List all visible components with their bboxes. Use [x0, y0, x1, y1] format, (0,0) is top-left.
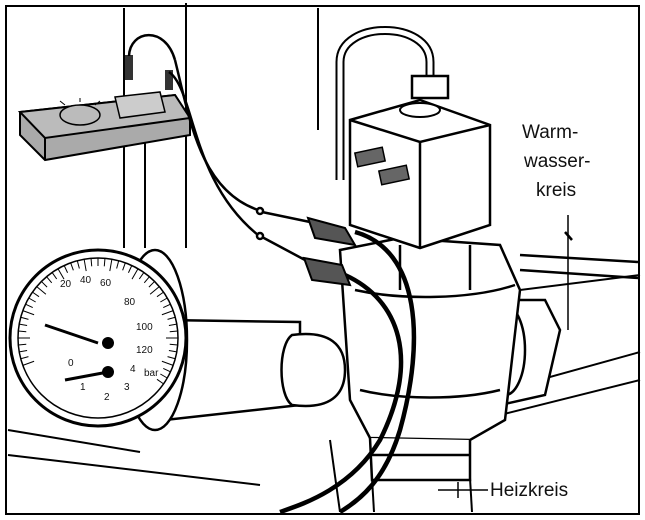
dial-tick [76, 260, 80, 269]
temp-tick-80: 80 [124, 297, 136, 308]
dial-tick [19, 350, 28, 353]
dial-tick [160, 373, 168, 379]
dial-tick [163, 367, 171, 373]
pressure-needle [64, 370, 109, 382]
dial-tick [156, 291, 164, 298]
temp-needle [44, 323, 99, 345]
test-leads [127, 33, 311, 262]
thick-cables [279, 229, 417, 515]
left-pipe [163, 318, 347, 422]
temp-tick-120: 120 [136, 345, 153, 356]
dial-tick [167, 316, 176, 320]
pressure-tick-0: 0 [68, 358, 74, 369]
dial-tick [41, 281, 48, 288]
dial-tick [46, 276, 53, 284]
dial-tick [116, 260, 120, 269]
dial-tick [32, 291, 40, 298]
label-warm-line1: Warm- [520, 122, 581, 144]
dial-tick [83, 259, 87, 272]
temp-tick-60: 60 [100, 278, 112, 289]
dial-tick [167, 356, 176, 360]
dial-tick [103, 258, 106, 267]
dial-tick [127, 265, 133, 273]
dial-tick [90, 258, 93, 267]
dial-tick [36, 286, 47, 295]
dial-tick [148, 281, 155, 288]
dial-tick [19, 323, 28, 326]
clip-bottom [302, 256, 352, 287]
dial-tick [122, 262, 126, 271]
pressure-tick-4: 4 [130, 364, 136, 375]
temp-tick-100: 100 [136, 322, 153, 333]
multimeter [17, 55, 192, 162]
clip-top [306, 216, 357, 247]
dial-tick [161, 310, 174, 316]
dial-tick [57, 268, 65, 280]
dial-tick [168, 323, 177, 326]
label-warm-line2: wasser- [522, 151, 593, 173]
actuator-box [348, 98, 492, 250]
dial-tick [18, 330, 27, 333]
dial-tick [20, 316, 29, 320]
dial-tick [160, 297, 168, 303]
dial-tick [51, 272, 58, 280]
dial-tick [28, 297, 36, 303]
frame-border [5, 5, 640, 515]
dial-tick [138, 272, 145, 280]
dial-tick [161, 360, 174, 366]
dial-tick [149, 286, 160, 295]
pressure-tick-1: 1 [80, 382, 86, 393]
dial-tick [63, 265, 69, 273]
dial-tick [168, 350, 177, 353]
dial-tick [143, 276, 150, 284]
label-warm-line3: kreis [534, 180, 579, 202]
thermo-manometer [8, 248, 189, 432]
dial-tick [156, 378, 164, 385]
pressure-tick-2: 2 [104, 392, 110, 403]
pressure-unit: bar [144, 368, 159, 379]
dial-tick [22, 310, 35, 316]
dial-tick [70, 262, 74, 271]
dial-tick [18, 343, 27, 346]
label-heizkreis: Heizkreis [488, 480, 571, 502]
pressure-tick-3: 3 [124, 382, 130, 393]
temp-tick-40: 40 [80, 275, 92, 286]
temp-tick-20: 20 [60, 279, 72, 290]
dial-tick [131, 268, 139, 280]
dial-tick [169, 343, 178, 346]
dial-tick [20, 356, 29, 360]
dial-tick [22, 360, 35, 366]
dial-tick [25, 303, 33, 309]
dial-tick [163, 303, 171, 309]
dial-tick [169, 330, 178, 333]
dial-tick [109, 259, 113, 272]
